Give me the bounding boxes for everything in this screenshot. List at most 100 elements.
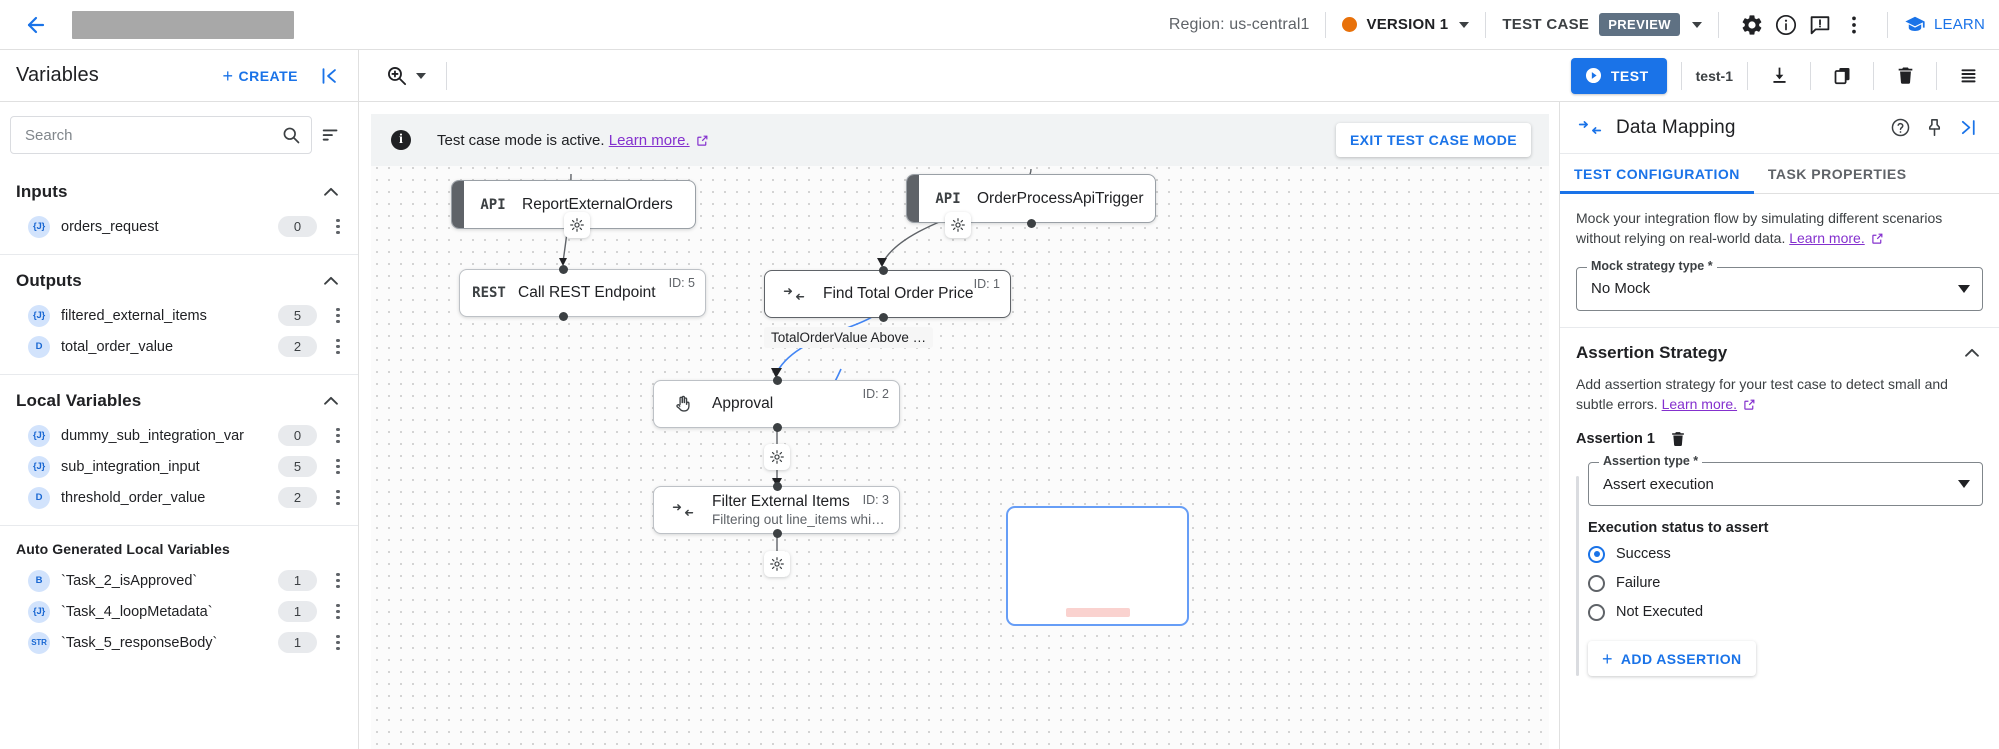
- help-circle-icon[interactable]: [1883, 111, 1917, 145]
- divider: [1810, 61, 1811, 90]
- more-vert-icon[interactable]: [328, 635, 348, 650]
- variable-row[interactable]: STR`Task_5_responseBody`1: [0, 627, 358, 658]
- edge-label-total-order-value[interactable]: TotalOrderValue Above …: [764, 327, 934, 348]
- variable-row[interactable]: {J}`Task_4_loopMetadata`1: [0, 596, 358, 627]
- tab-test-configuration[interactable]: TEST CONFIGURATION: [1560, 154, 1754, 194]
- banner-learn-more-link[interactable]: Learn more.: [608, 131, 690, 149]
- edge-gear-icon-2[interactable]: [945, 212, 971, 238]
- chevron-up-icon[interactable]: [320, 181, 342, 203]
- divider: [1873, 61, 1874, 90]
- data-mapping-icon: [654, 502, 712, 518]
- node-output-port[interactable]: [879, 313, 888, 322]
- more-vert-icon[interactable]: [328, 459, 348, 474]
- node-order-process-api-trigger[interactable]: API OrderProcessApiTrigger: [906, 174, 1156, 223]
- search-input[interactable]: [25, 126, 281, 144]
- test-button[interactable]: TEST: [1570, 57, 1667, 94]
- node-output-port[interactable]: [1027, 219, 1036, 228]
- node-text: ReportExternalOrders: [522, 196, 695, 214]
- pin-icon[interactable]: [1917, 111, 1951, 145]
- feedback-icon[interactable]: [1803, 8, 1837, 42]
- assertion-body: Assertion type * Assert execution Execut…: [1576, 454, 1983, 677]
- selected-node-card[interactable]: [1006, 506, 1189, 626]
- data-mapping-icon: [1578, 119, 1602, 136]
- create-variable-button[interactable]: + CREATE: [222, 67, 298, 85]
- delete-assertion-button[interactable]: [1669, 430, 1687, 448]
- edge-gear-icon-3[interactable]: [764, 444, 790, 470]
- node-call-rest-endpoint[interactable]: REST Call REST Endpoint ID: 5: [459, 269, 706, 317]
- chevron-up-icon[interactable]: [320, 270, 342, 292]
- mock-strategy-field[interactable]: Mock strategy type * No Mock: [1576, 258, 1983, 311]
- node-input-port[interactable]: [879, 266, 888, 275]
- learn-button[interactable]: LEARN: [1904, 14, 1985, 36]
- search-box[interactable]: [10, 116, 312, 154]
- main-body: Inputs{J}orders_request0Outputs{J}filter…: [0, 102, 1999, 749]
- chevron-up-icon[interactable]: [320, 390, 342, 412]
- more-vert-icon[interactable]: [328, 219, 348, 234]
- node-input-port[interactable]: [773, 376, 782, 385]
- list-menu-icon[interactable]: [1951, 59, 1985, 93]
- mock-strategy-select[interactable]: No Mock: [1576, 266, 1983, 311]
- tab-task-properties[interactable]: TASK PROPERTIES: [1767, 165, 1907, 182]
- collapse-left-icon[interactable]: [312, 59, 346, 93]
- more-vert-icon[interactable]: [328, 490, 348, 505]
- canvas-grid[interactable]: i Test case mode is active. Learn more. …: [371, 114, 1549, 749]
- chevron-down-icon: [1958, 284, 1970, 293]
- info-icon[interactable]: [1769, 8, 1803, 42]
- node-output-port[interactable]: [773, 423, 782, 432]
- variable-type-badge: {J}: [28, 600, 50, 623]
- edge-gear-icon-1[interactable]: [564, 212, 590, 238]
- data-mapping-icon: [765, 286, 823, 302]
- assertion-type-field[interactable]: Assertion type * Assert execution: [1588, 454, 1983, 507]
- node-input-port[interactable]: [773, 482, 782, 491]
- mock-learn-more-link[interactable]: Learn more.: [1789, 230, 1865, 247]
- more-vert-icon[interactable]: [328, 339, 348, 354]
- zoom-control[interactable]: [385, 64, 426, 87]
- radio-option-not-executed[interactable]: Not Executed: [1588, 600, 1983, 624]
- more-vert-icon[interactable]: [328, 604, 348, 619]
- variable-usage-count: 1: [278, 632, 317, 653]
- more-vert-icon[interactable]: [328, 308, 348, 323]
- sort-icon[interactable]: [318, 122, 344, 148]
- chevron-up-icon[interactable]: [1961, 342, 1983, 364]
- gear-icon[interactable]: [1735, 8, 1769, 42]
- node-filter-external-items[interactable]: Filter External Items Filtering out line…: [653, 486, 900, 534]
- node-output-port[interactable]: [773, 529, 782, 538]
- more-vert-icon[interactable]: [328, 428, 348, 443]
- node-input-port[interactable]: [559, 265, 568, 274]
- assertion-learn-more-link[interactable]: Learn more.: [1661, 395, 1738, 412]
- node-find-total-order-price[interactable]: Find Total Order Price ID: 1: [764, 270, 1011, 318]
- test-case-name[interactable]: test-1: [1695, 67, 1733, 84]
- integration-canvas[interactable]: i Test case mode is active. Learn more. …: [359, 102, 1559, 749]
- test-case-selector[interactable]: TEST CASE PREVIEW: [1502, 13, 1702, 36]
- add-assertion-button[interactable]: + ADD ASSERTION: [1588, 641, 1756, 677]
- node-output-port[interactable]: [559, 312, 568, 321]
- assertion-description-text: Add assertion strategy for your test cas…: [1576, 375, 1948, 412]
- exit-test-case-mode-button[interactable]: EXIT TEST CASE MODE: [1335, 123, 1531, 157]
- version-selector[interactable]: VERSION 1: [1342, 16, 1470, 33]
- more-vert-icon[interactable]: [1837, 8, 1871, 42]
- assertion-section-header: Assertion Strategy: [1576, 342, 1983, 364]
- variable-type-badge: B: [28, 569, 50, 592]
- radio-option-failure[interactable]: Failure: [1588, 571, 1983, 595]
- assertion-type-select[interactable]: Assert execution: [1588, 462, 1983, 507]
- more-vert-icon[interactable]: [328, 573, 348, 588]
- section-header: Local Variables: [0, 379, 358, 420]
- panel-header: Data Mapping: [1560, 102, 1999, 154]
- trash-icon[interactable]: [1888, 59, 1922, 93]
- expand-right-icon[interactable]: [1951, 111, 1985, 145]
- arrow-back-icon[interactable]: [22, 11, 50, 39]
- download-icon[interactable]: [1762, 59, 1796, 93]
- edge-gear-icon-4[interactable]: [764, 551, 790, 577]
- node-approval[interactable]: Approval ID: 2: [653, 380, 900, 428]
- copy-icon[interactable]: [1825, 59, 1859, 93]
- radio-option-success[interactable]: Success: [1588, 542, 1983, 566]
- node-id-label: ID: 1: [973, 277, 1000, 291]
- variable-row[interactable]: B`Task_2_isApproved`1: [0, 565, 358, 596]
- section-title: Local Variables: [16, 391, 142, 410]
